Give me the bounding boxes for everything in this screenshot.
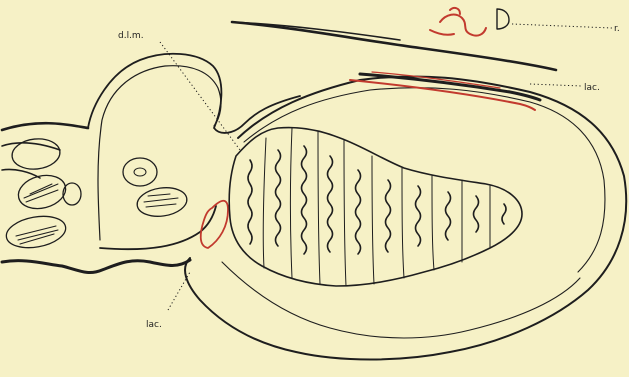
label-dlm: d.l.m.: [118, 31, 144, 41]
granule-col-9: [474, 196, 479, 232]
label-r: r.: [614, 24, 620, 34]
septum-1: [263, 138, 266, 268]
convoluted-granules: [248, 146, 506, 254]
lacuna-top-red-2: [372, 72, 500, 88]
granule-col-7: [416, 186, 421, 246]
edge-cell-3-striae: [24, 184, 58, 202]
cell-2-striae: [144, 194, 178, 207]
granule-col-1: [248, 160, 252, 244]
edge-cell-1: [11, 137, 62, 172]
septum-4: [344, 140, 346, 286]
granule-col-3: [302, 146, 307, 254]
granule-col-6: [386, 180, 391, 252]
septum-2: [291, 128, 293, 278]
septate-organ-outline: [229, 127, 522, 286]
granule-col-8: [446, 192, 451, 240]
leader-r: [512, 24, 612, 28]
edge-cell-4-striae: [16, 226, 58, 244]
septum-5: [372, 156, 374, 284]
edge-cell-4: [4, 212, 68, 252]
red-mark-r: [430, 8, 486, 36]
cell-1-nucleus: [134, 168, 146, 176]
granule-col-5: [356, 170, 361, 254]
septum-3: [318, 132, 320, 284]
body-wall-bottom: [2, 260, 190, 273]
edge-cells: [4, 137, 81, 252]
granule-col-10: [502, 204, 506, 224]
left-chamber-inner: [98, 66, 221, 240]
edge-cell-3: [15, 171, 69, 214]
cell-2: [135, 185, 188, 220]
sac-inner-wall: [222, 88, 605, 338]
mark-o: [497, 9, 509, 29]
granule-col-2: [276, 150, 281, 246]
left-chamber-cells: [123, 158, 189, 219]
septum-6: [402, 168, 404, 278]
lacuna-left-red: [201, 201, 228, 248]
label-lac-lower: lac.: [146, 320, 162, 330]
lacuna-top-red-1: [350, 80, 535, 110]
septum-7: [432, 176, 434, 270]
left-chamber-wall: [88, 54, 300, 249]
label-lac-upper: lac.: [584, 83, 600, 93]
body-wall-top: [2, 22, 556, 130]
leader-lac-upper: [530, 84, 582, 86]
granule-col-4: [328, 156, 333, 252]
cell-1: [123, 158, 157, 186]
body-wall-left-strand: [2, 143, 60, 178]
